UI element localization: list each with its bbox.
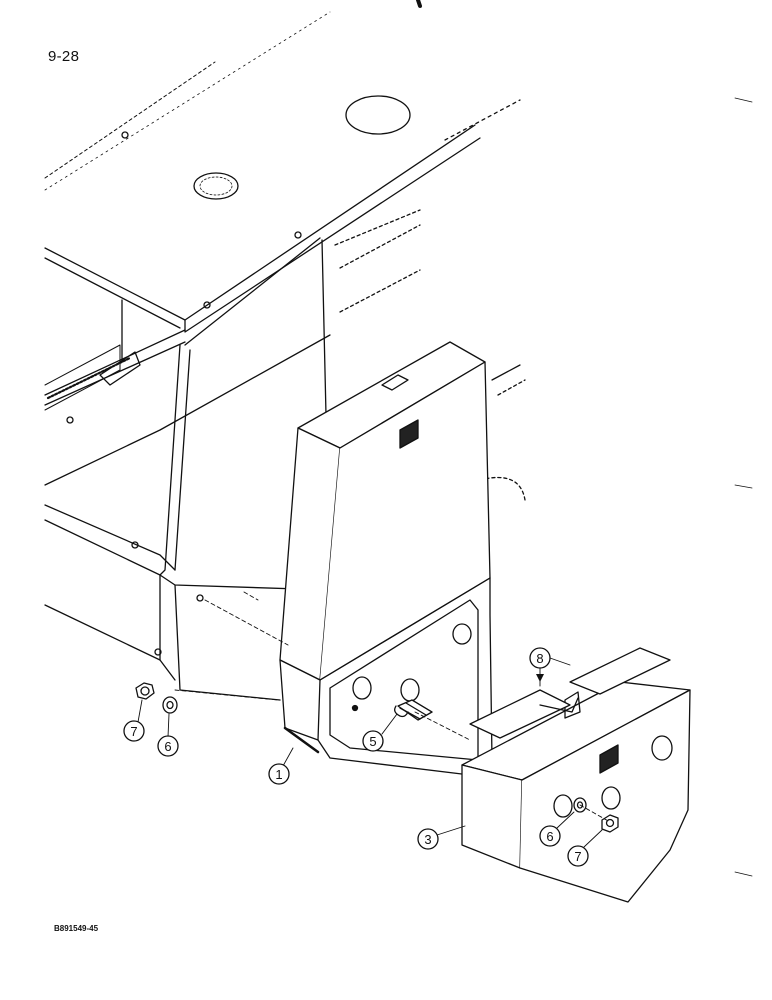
stud-bolt — [394, 699, 433, 721]
svg-text:1: 1 — [275, 767, 282, 782]
callout-7-right: 7 — [567, 845, 589, 867]
svg-text:3: 3 — [424, 832, 431, 847]
svg-text:8: 8 — [536, 651, 543, 666]
svg-text:6: 6 — [164, 739, 171, 754]
callout-1: 1 — [268, 763, 290, 785]
svg-text:7: 7 — [574, 849, 581, 864]
leader-lines — [137, 657, 603, 848]
deck-hole — [193, 172, 239, 200]
callout-7-left: 7 — [123, 720, 145, 742]
figure-code: B891549-45 — [54, 924, 99, 933]
counterweight-right — [461, 681, 691, 903]
svg-text:6: 6 — [546, 829, 553, 844]
svg-text:7: 7 — [130, 724, 137, 739]
counterweight-left — [279, 341, 493, 776]
callout-6-left: 6 — [157, 735, 179, 757]
decal-strips — [469, 647, 671, 739]
hardware-left — [135, 682, 178, 714]
assembly-lines — [174, 591, 611, 823]
page-number: 9-28 — [48, 48, 80, 65]
callout-3: 3 — [417, 828, 439, 850]
callout-8: 8 — [529, 647, 551, 669]
loader-frame — [44, 11, 526, 701]
deck-hole — [345, 95, 411, 135]
callout-6-right: 6 — [539, 825, 561, 847]
callout-5: 5 — [362, 730, 384, 752]
svg-text:5: 5 — [369, 734, 376, 749]
scan-marks — [416, 0, 753, 877]
